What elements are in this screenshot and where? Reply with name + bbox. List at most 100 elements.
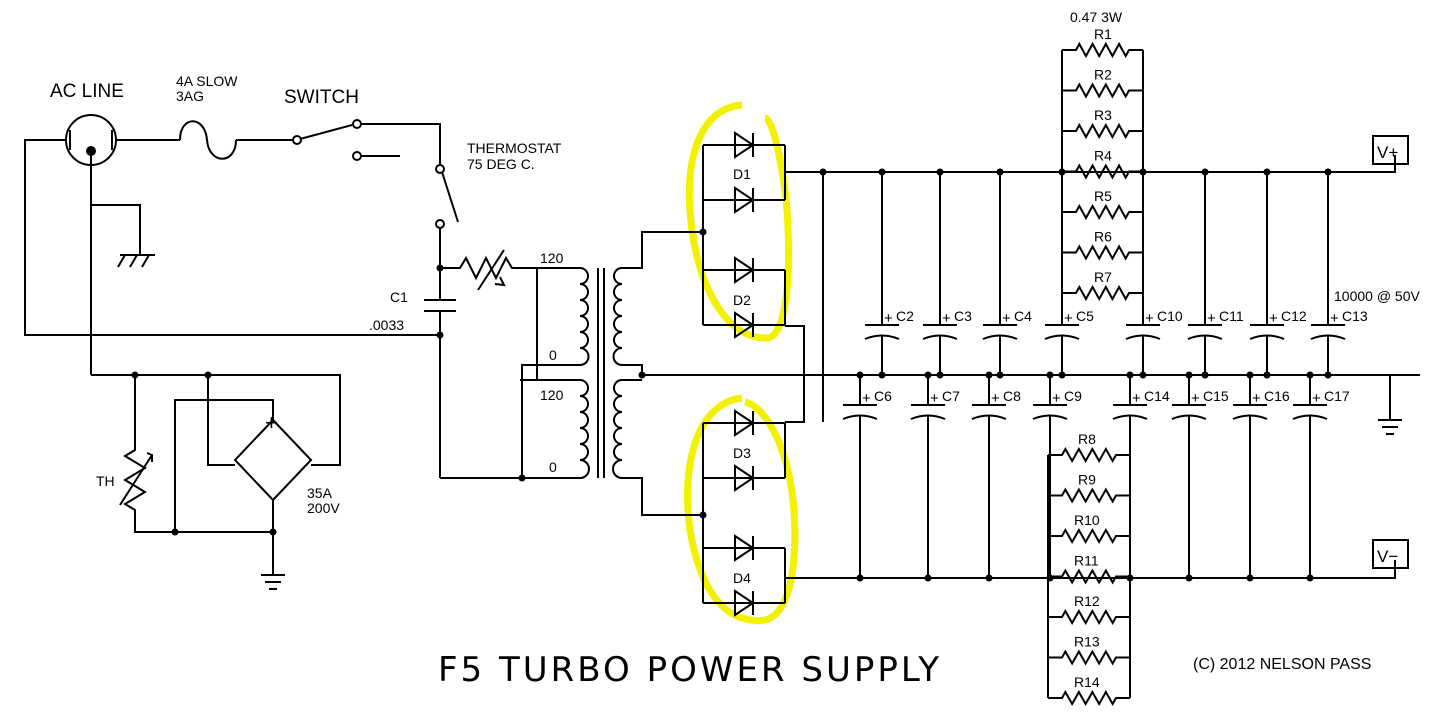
capacitor: +C2 bbox=[864, 168, 914, 379]
diode-icon bbox=[734, 186, 755, 214]
cap-plus: + bbox=[1132, 390, 1141, 407]
ground-icon-output bbox=[1378, 419, 1402, 435]
fuse-icon bbox=[179, 120, 237, 160]
c1-name: C1 bbox=[390, 289, 408, 305]
resistor: R2 bbox=[1062, 67, 1143, 99]
cap-label: C12 bbox=[1281, 308, 1307, 324]
cap-plus: + bbox=[942, 310, 951, 327]
resistor: R3 bbox=[1062, 107, 1143, 140]
thermistor-icon bbox=[123, 375, 175, 533]
cap-label: C11 bbox=[1219, 308, 1244, 324]
resistor: R4 bbox=[1062, 148, 1143, 180]
ntc-resistor-icon bbox=[440, 255, 537, 281]
cap-plus: + bbox=[1064, 310, 1073, 327]
capacitor: +C17 bbox=[1292, 371, 1350, 582]
vplus-terminal bbox=[1372, 135, 1409, 165]
capacitor: +C3 bbox=[922, 168, 972, 379]
cap-label: C14 bbox=[1144, 388, 1170, 404]
resistor-label: R8 bbox=[1078, 431, 1096, 447]
switch-label: SWITCH bbox=[284, 87, 359, 108]
cap-label: C3 bbox=[954, 308, 972, 324]
cap-plus: + bbox=[1002, 310, 1011, 327]
cap-label: C13 bbox=[1342, 308, 1368, 324]
resistor: R14 bbox=[1048, 674, 1130, 707]
resistor: R6 bbox=[1062, 229, 1143, 261]
ac-line-label: AC LINE bbox=[50, 81, 124, 102]
thermistor-label: TH bbox=[96, 473, 115, 489]
bridge-rating-1: 35A bbox=[307, 485, 333, 501]
fuse-label-2: 3AG bbox=[176, 88, 204, 104]
cap-label: C2 bbox=[896, 308, 914, 324]
cap-label: C9 bbox=[1064, 388, 1082, 404]
resistor: R1 bbox=[1062, 26, 1143, 59]
diode-icon bbox=[734, 534, 755, 562]
tx-label-3: 120 bbox=[540, 387, 564, 403]
diode-icon bbox=[734, 256, 755, 284]
diode-label: D2 bbox=[733, 292, 751, 308]
diode-label: D3 bbox=[733, 445, 751, 461]
resistor-label: R3 bbox=[1094, 107, 1112, 123]
tx-label-1: 120 bbox=[540, 250, 564, 266]
resistor-label: R11 bbox=[1074, 553, 1099, 569]
capacitor: +C10 bbox=[1125, 168, 1183, 379]
resistor: R9 bbox=[1048, 472, 1130, 504]
resistor: R5 bbox=[1062, 188, 1143, 221]
resistor: R11 bbox=[1048, 553, 1130, 585]
resistor-label: R4 bbox=[1094, 148, 1112, 164]
cap-plus: + bbox=[930, 390, 939, 407]
resistor: R7 bbox=[1062, 269, 1143, 302]
capacitor: +C5 bbox=[1044, 168, 1094, 379]
cap-plus: + bbox=[1252, 390, 1261, 407]
thermostat-label-1: THERMOSTAT bbox=[467, 140, 562, 156]
diode-icon bbox=[734, 409, 755, 437]
cap-plus: + bbox=[884, 310, 893, 327]
capacitor-bank: +C2+C3+C4+C5+C10+C11+C12+C13+C6+C7+C8+C9… bbox=[842, 168, 1368, 582]
capacitor: +C11 bbox=[1187, 168, 1244, 379]
diode-icon bbox=[734, 589, 755, 617]
cap-plus: + bbox=[1330, 310, 1339, 327]
cap-label: C6 bbox=[874, 388, 892, 404]
vplus-label: V+ bbox=[1377, 143, 1398, 162]
cap-label: C16 bbox=[1264, 388, 1290, 404]
cap-plus: + bbox=[991, 390, 1000, 407]
cap-label: C10 bbox=[1157, 308, 1183, 324]
resistor-label: R9 bbox=[1078, 472, 1096, 488]
resistor-label: R1 bbox=[1094, 26, 1112, 42]
diode-icon bbox=[734, 311, 755, 339]
cap-label: C4 bbox=[1014, 308, 1032, 324]
diode-label: D4 bbox=[733, 570, 751, 586]
cap-label: C7 bbox=[942, 388, 960, 404]
resistor-value-label: 0.47 3W bbox=[1070, 9, 1123, 25]
capacitor: +C12 bbox=[1249, 168, 1307, 379]
bridge-plus: + bbox=[265, 410, 278, 435]
resistor: R8 bbox=[1048, 431, 1130, 464]
cap-plus: + bbox=[1145, 310, 1154, 327]
highlight-d1-d2 bbox=[685, 101, 793, 342]
resistor: R12 bbox=[1048, 593, 1130, 626]
capacitor: +C4 bbox=[982, 168, 1032, 379]
cap-plus: + bbox=[1207, 310, 1216, 327]
thermostat-label-2: 75 DEG C. bbox=[467, 156, 535, 172]
bridge-rating-2: 200V bbox=[307, 500, 340, 516]
cap-label: C17 bbox=[1324, 388, 1350, 404]
vminus-terminal bbox=[1372, 539, 1409, 569]
capacitor: +C8 bbox=[971, 371, 1021, 582]
capacitor: +C7 bbox=[910, 371, 960, 582]
cap-value-label: 10000 @ 50V bbox=[1334, 288, 1420, 304]
resistor-label: R2 bbox=[1094, 67, 1112, 83]
vminus-label: V− bbox=[1377, 547, 1398, 566]
transformer-secondary-icon bbox=[612, 267, 623, 479]
cap-plus: + bbox=[1312, 390, 1321, 407]
diode-label: D1 bbox=[733, 166, 751, 182]
fuse-label-1: 4A SLOW bbox=[176, 73, 238, 89]
capacitor: +C9 bbox=[1032, 371, 1082, 582]
capacitor: +C16 bbox=[1232, 371, 1290, 582]
resistor-label: R5 bbox=[1094, 188, 1112, 204]
resistor-label: R10 bbox=[1074, 512, 1100, 528]
diagram-title: F5 TURBO POWER SUPPLY bbox=[438, 650, 942, 690]
ground-icon-bridge bbox=[261, 574, 285, 590]
cap-label: C15 bbox=[1203, 388, 1229, 404]
resistor: R13 bbox=[1048, 634, 1130, 666]
cap-plus: + bbox=[862, 390, 871, 407]
resistor-label: R7 bbox=[1094, 269, 1112, 285]
